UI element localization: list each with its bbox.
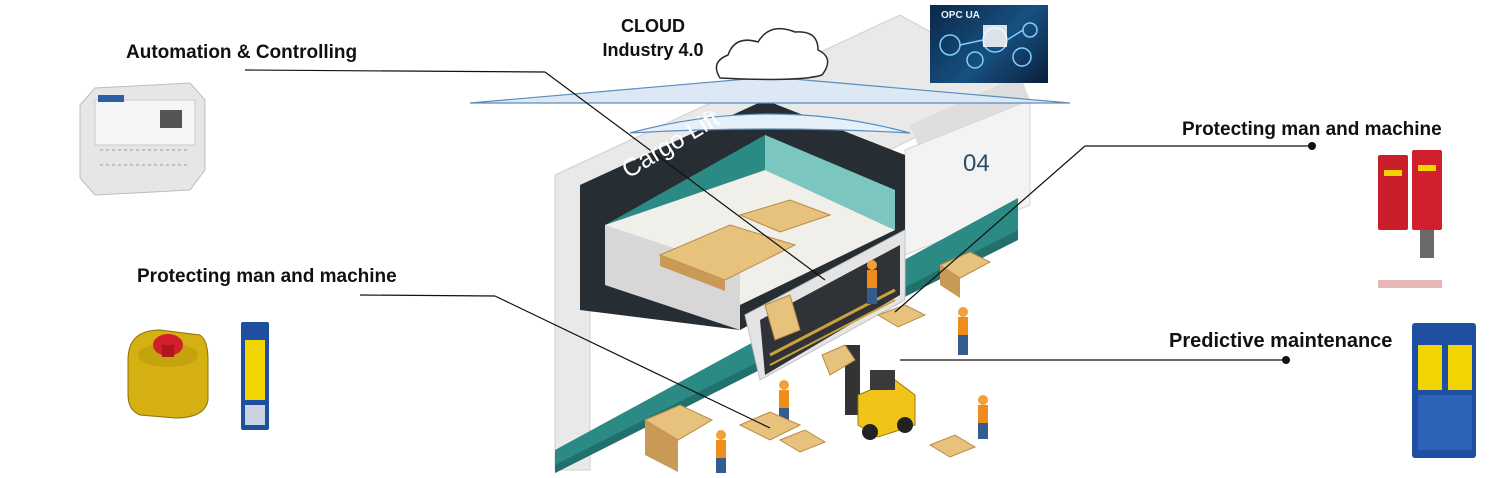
cloud-label-line1: CLOUD: [621, 16, 685, 36]
forklift-icon: [821, 344, 916, 440]
protect-right-label: Protecting man and machine: [1182, 119, 1442, 140]
pallet-stack-lift: [658, 199, 832, 291]
gear-network-icon: [939, 22, 1038, 69]
pallet-icon: [643, 251, 992, 472]
safety-switch-icon: [1378, 150, 1442, 288]
protect-left-label: Protecting man and machine: [137, 266, 397, 287]
cargo-lift: [580, 100, 905, 330]
emergency-stop-icon: [127, 329, 209, 419]
cloud-icon: [715, 27, 829, 81]
lift-number: 04: [963, 150, 990, 177]
cloud-label: CLOUD Industry 4.0: [598, 14, 708, 62]
opc-ua-panel: OPC UA: [930, 5, 1048, 83]
worker-icon: [716, 260, 988, 473]
plc-controller-icon: [79, 82, 206, 196]
callout-lines: [244, 69, 1316, 429]
cloud-label-line2: Industry 4.0: [602, 40, 704, 60]
opc-ua-label: OPC UA: [941, 10, 980, 21]
monitoring-relay-icon: [1412, 323, 1476, 458]
predictive-maintenance-label: Predictive maintenance: [1169, 330, 1393, 352]
safety-relay-icon: [241, 322, 269, 430]
automation-label: Automation & Controlling: [126, 42, 358, 63]
cloud-network: [469, 27, 1071, 134]
